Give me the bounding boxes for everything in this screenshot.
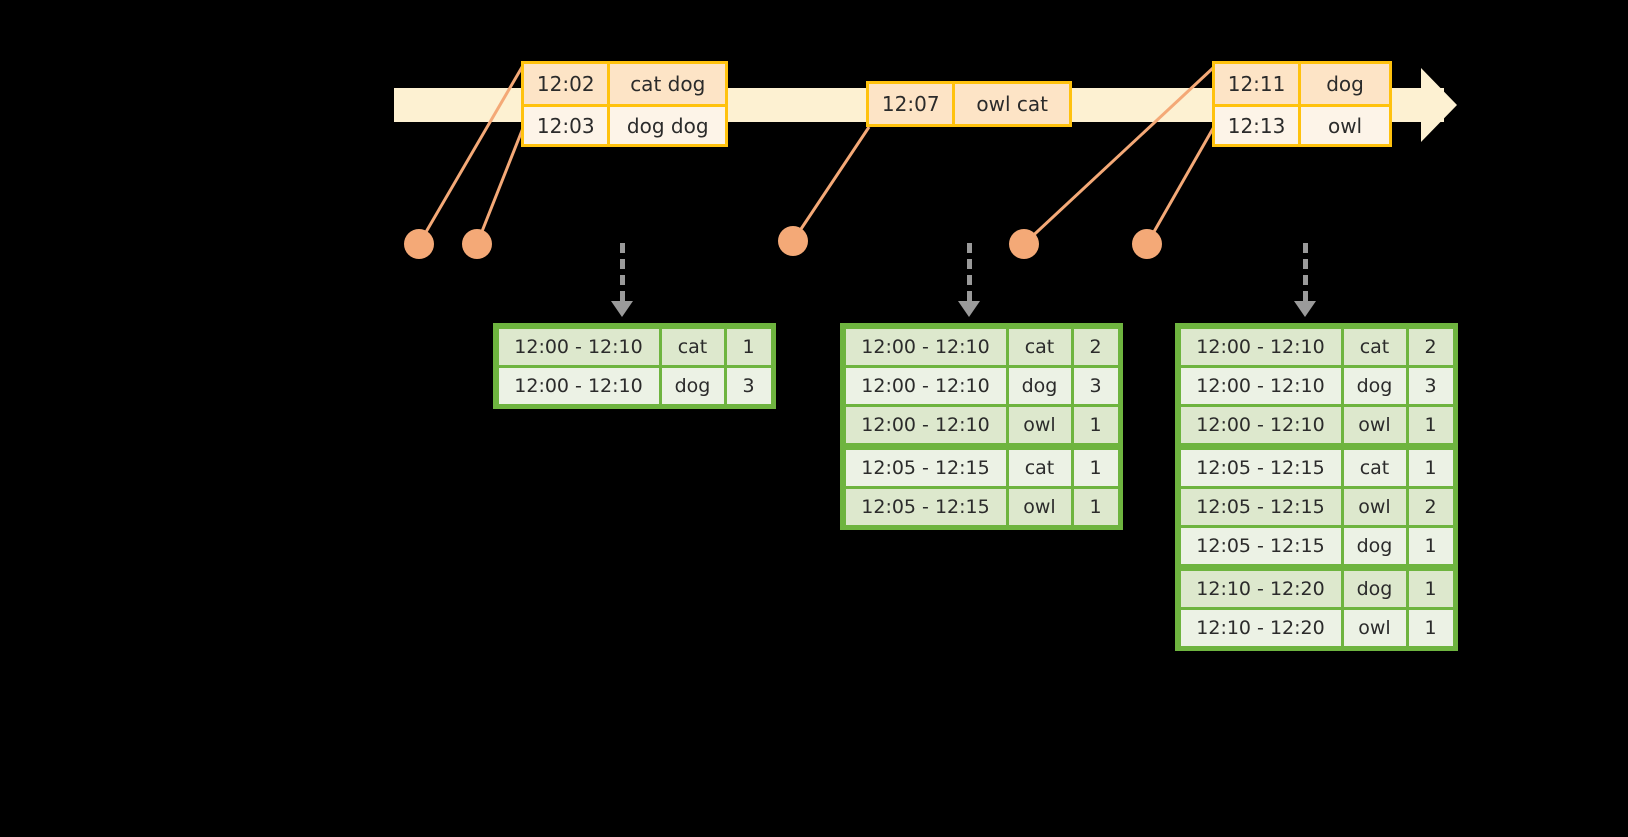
event-dot-5 bbox=[1132, 229, 1162, 259]
table-cell-word: owl bbox=[1343, 609, 1406, 646]
table-cell-count: 2 bbox=[1073, 328, 1118, 365]
event-row: 12:03 dog dog bbox=[524, 104, 725, 144]
table-cell-window: 12:00 - 12:10 bbox=[845, 328, 1006, 365]
table-group-separator bbox=[844, 444, 1119, 448]
event-box-2[interactable]: 12:07 owl cat bbox=[866, 81, 1072, 127]
table-cell-window: 12:05 - 12:15 bbox=[1180, 488, 1341, 525]
timeline-arrowhead-icon bbox=[1421, 68, 1457, 142]
event-time: 12:13 bbox=[1227, 113, 1286, 138]
table-cell-count: 1 bbox=[1073, 406, 1118, 443]
table-cell-window: 12:10 - 12:20 bbox=[1180, 609, 1341, 646]
table-cell-count: 1 bbox=[1408, 609, 1453, 646]
table-cell-word: dog bbox=[1008, 367, 1071, 404]
event-time: 12:02 bbox=[536, 72, 595, 96]
event-text: owl cat bbox=[952, 84, 1069, 124]
table-cell-window: 12:05 - 12:15 bbox=[845, 449, 1006, 486]
event-row: 12:13 owl bbox=[1215, 104, 1389, 144]
table-cell-count: 3 bbox=[1073, 367, 1118, 404]
table-cell-word: cat bbox=[1008, 328, 1071, 365]
table-cell-window: 12:00 - 12:10 bbox=[1180, 367, 1341, 404]
event-box-3[interactable]: 12:11 dog 12:13 owl bbox=[1212, 61, 1392, 147]
table-cell-word: owl bbox=[1343, 406, 1406, 443]
table-cell-count: 1 bbox=[1073, 449, 1118, 486]
table-cell-window: 12:05 - 12:15 bbox=[1180, 527, 1341, 564]
table-cell-count: 3 bbox=[726, 367, 771, 404]
event-dot-4 bbox=[1009, 229, 1039, 259]
table-cell-window: 12:00 - 12:10 bbox=[845, 406, 1006, 443]
event-row: 12:11 dog bbox=[1215, 64, 1389, 104]
event-dot-2 bbox=[462, 229, 492, 259]
event-text: dog dog bbox=[607, 107, 725, 144]
event-row: 12:02 cat dog bbox=[524, 64, 725, 104]
table-cell-word: cat bbox=[1008, 449, 1071, 486]
table-cell-word: cat bbox=[1343, 449, 1406, 486]
table-cell-count: 1 bbox=[1073, 488, 1118, 525]
table-cell-count: 2 bbox=[1408, 328, 1453, 365]
table-cell-word: dog bbox=[661, 367, 724, 404]
table-cell-count: 2 bbox=[1408, 488, 1453, 525]
table-cell-word: owl bbox=[1343, 488, 1406, 525]
event-text: cat dog bbox=[607, 64, 725, 104]
table-cell-count: 1 bbox=[1408, 406, 1453, 443]
table-cell-word: cat bbox=[661, 328, 724, 365]
table-cell-word: owl bbox=[1008, 406, 1071, 443]
table-cell-word: dog bbox=[1343, 367, 1406, 404]
table-cell-word: dog bbox=[1343, 570, 1406, 607]
event-dot-1 bbox=[404, 229, 434, 259]
event-row: 12:07 owl cat bbox=[869, 84, 1069, 124]
table-cell-count: 1 bbox=[726, 328, 771, 365]
event-time: 12:11 bbox=[1227, 72, 1286, 96]
table-cell-window: 12:00 - 12:10 bbox=[1180, 406, 1341, 443]
table-cell-window: 12:05 - 12:15 bbox=[845, 488, 1006, 525]
event-text: dog bbox=[1298, 64, 1389, 104]
table-cell-window: 12:05 - 12:15 bbox=[1180, 449, 1341, 486]
table-group-separator bbox=[1179, 565, 1454, 569]
table-cell-window: 12:00 - 12:10 bbox=[498, 328, 659, 365]
table-group-separator bbox=[1179, 444, 1454, 448]
table-cell-window: 12:00 - 12:10 bbox=[1180, 328, 1341, 365]
event-dot-3 bbox=[778, 226, 808, 256]
table-cell-window: 12:00 - 12:10 bbox=[845, 367, 1006, 404]
connector-line-3 bbox=[791, 126, 871, 242]
connector-line-5 bbox=[1145, 124, 1217, 245]
table-cell-count: 1 bbox=[1408, 570, 1453, 607]
event-time: 12:07 bbox=[881, 92, 940, 116]
table-cell-window: 12:00 - 12:10 bbox=[498, 367, 659, 404]
table-cell-word: owl bbox=[1008, 488, 1071, 525]
table-cell-window: 12:10 - 12:20 bbox=[1180, 570, 1341, 607]
event-text: owl bbox=[1298, 107, 1389, 144]
connector-line-2 bbox=[475, 127, 525, 245]
event-box-1[interactable]: 12:02 cat dog 12:03 dog dog bbox=[521, 61, 728, 147]
table-cell-word: cat bbox=[1343, 328, 1406, 365]
event-time: 12:03 bbox=[536, 113, 595, 138]
table-cell-count: 1 bbox=[1408, 527, 1453, 564]
table-cell-count: 3 bbox=[1408, 367, 1453, 404]
table-cell-word: dog bbox=[1343, 527, 1406, 564]
table-cell-count: 1 bbox=[1408, 449, 1453, 486]
